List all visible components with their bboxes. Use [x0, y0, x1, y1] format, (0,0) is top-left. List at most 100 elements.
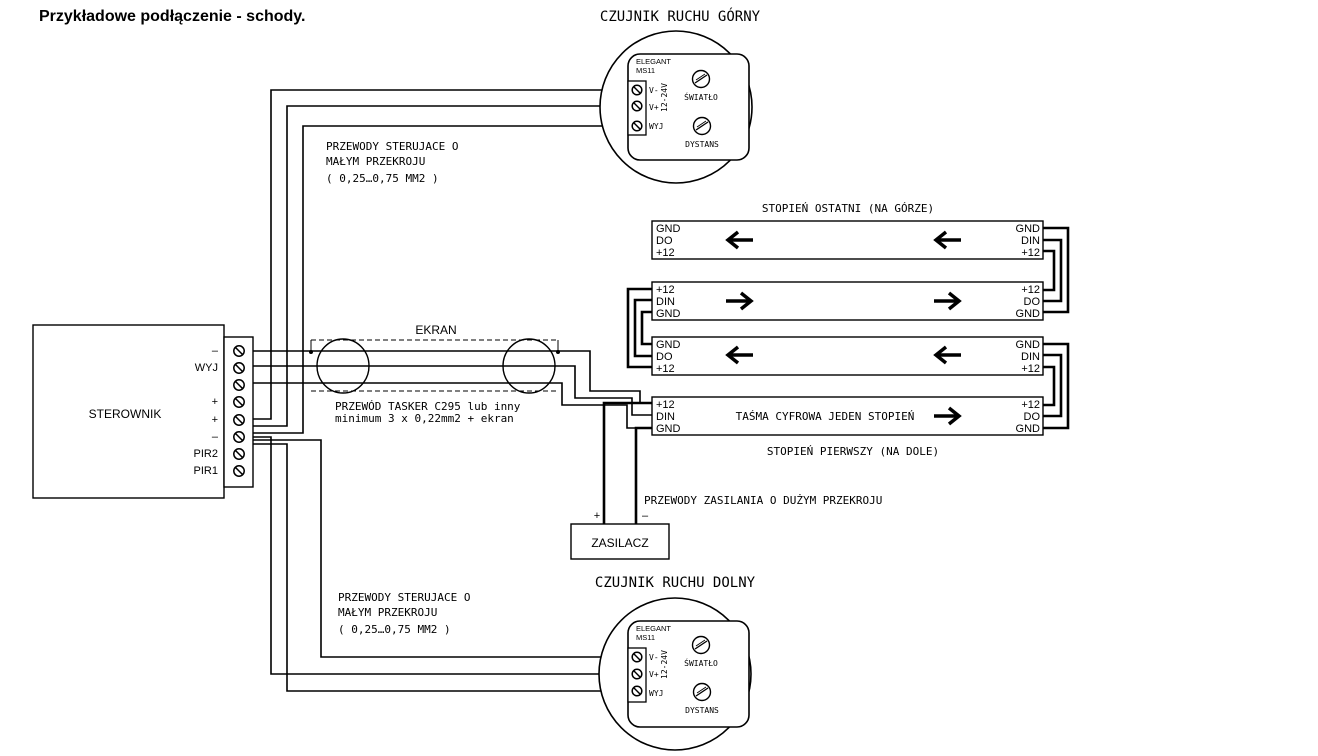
terminal-screw-icon: [233, 362, 245, 374]
strip-4-right-pin-3: GND: [1016, 423, 1041, 435]
strip-top-label: STOPIEŃ OSTATNI (NA GÓRZE): [762, 202, 934, 215]
power-wire-note: PRZEWODY ZASILANIA O DUŻYM PRZEKROJU: [644, 494, 882, 507]
terminal-screw-icon: [233, 414, 245, 426]
terminal-screw-icon: [233, 448, 245, 460]
arrow-left-icon: [933, 345, 961, 365]
terminal-screw-icon: [233, 465, 245, 477]
arrow-right-icon: [934, 406, 962, 426]
sensor-top-pin-3: WYJ: [649, 122, 663, 131]
strip-2-right-pin-3: GND: [1016, 308, 1041, 320]
strip-3-left-pin-2: DO: [656, 351, 673, 363]
sensor-top-voltage: 12-24V: [660, 83, 669, 112]
strip-1-right-pin-3: +12: [1021, 247, 1040, 259]
controller: STEROWNIK – WYJ + + – PIR2 PIR1: [32, 324, 254, 499]
led-strips: STOPIEŃ OSTATNI (NA GÓRZE) STOPIEŃ PIERW…: [626, 202, 1070, 458]
page-title: Przykładowe podłączenie - schody.: [39, 8, 305, 25]
sensor-bottom-distance-label: DYSTANS: [685, 706, 719, 715]
power-minus-label: –: [642, 510, 649, 522]
terminal-label-1: –: [212, 345, 219, 357]
strip-row-2: [651, 281, 1044, 321]
strip-1-left-pin-2: DO: [656, 235, 673, 247]
terminal-label-2: WYJ: [195, 362, 218, 374]
terminal-screw-icon: [631, 100, 643, 112]
strip-3-left-pin-3: +12: [656, 363, 675, 375]
strip-bottom-label: STOPIEŃ PIERWSZY (NA DOLE): [767, 445, 939, 458]
terminal-screw-icon: [631, 685, 643, 697]
strip-2-left-pin-1: +12: [656, 284, 675, 296]
strip-3-right-pin-2: DIN: [1021, 351, 1040, 363]
strip-4-left-pin-1: +12: [656, 399, 675, 411]
strip-2-right-pin-1: +12: [1021, 284, 1040, 296]
sensor-bottom-light-label: ŚWIATŁO: [684, 657, 718, 668]
terminal-screw-icon: [233, 379, 245, 391]
sensor-bottom-pin-3: WYJ: [649, 689, 663, 698]
sensor-bottom-voltage: 12-24V: [660, 650, 669, 679]
wire-note-top-line2: MAŁYM PRZEKROJU: [326, 155, 425, 168]
strip-3-right-pin-1: GND: [1016, 339, 1041, 351]
shield-label: EKRAN: [415, 323, 456, 337]
power-plus-label: +: [594, 510, 600, 522]
wire-note-bottom-line2: MAŁYM PRZEKROJU: [338, 606, 437, 619]
wire-note-bottom-line3: ( 0,25…0,75 MM2 ): [338, 623, 451, 636]
strip-3-left-pin-1: GND: [656, 339, 681, 351]
wires: [253, 89, 654, 692]
strip-1-left-pin-1: GND: [656, 223, 681, 235]
shielded-cable: EKRAN PRZEWÓD TASKER C295 lub inny minim…: [309, 323, 560, 425]
wire-note-bottom-line1: PRZEWODY STERUJACE O: [338, 591, 470, 604]
terminal-screw-icon: [233, 345, 245, 357]
terminal-label-5: +: [212, 414, 218, 426]
cable-note-line2: minimum 3 x 0,22mm2 + ekran: [335, 412, 514, 425]
strip-3-right-pin-3: +12: [1021, 363, 1040, 375]
wire-note-top-line1: PRZEWODY STERUJACE O: [326, 140, 458, 153]
power-supply-label: ZASILACZ: [591, 536, 648, 550]
arrow-right-icon: [934, 291, 962, 311]
terminal-screw-icon: [631, 651, 643, 663]
strip-4-left-pin-3: GND: [656, 423, 681, 435]
strip-1-left-pin-3: +12: [656, 247, 675, 259]
sensor-top-light-label: ŚWIATŁO: [684, 91, 718, 102]
terminal-screw-icon: [631, 84, 643, 96]
terminal-screw-icon: [631, 120, 643, 132]
arrow-left-icon: [725, 230, 753, 250]
wire-note-top-line3: ( 0,25…0,75 MM2 ): [326, 172, 439, 185]
sensor-top-pin-2: V+: [649, 103, 659, 112]
arrow-left-icon: [933, 230, 961, 250]
sensor-bottom: CZUJNIK RUCHU DOLNY ELEGANT MS11 V- V+ W…: [595, 575, 756, 751]
terminal-label-8: PIR1: [194, 465, 218, 477]
sensor-bottom-pin-1: V-: [649, 653, 659, 662]
strip-2-right-pin-2: DO: [1024, 296, 1041, 308]
terminal-screw-icon: [233, 396, 245, 408]
strip-4-right-pin-1: +12: [1021, 399, 1040, 411]
sensor-top-distance-label: DYSTANS: [685, 140, 719, 149]
arrow-left-icon: [725, 345, 753, 365]
strip-4-right-pin-2: DO: [1024, 411, 1041, 423]
sensor-top: CZUJNIK RUCHU GÓRNY ELEGANT MS11 V- V+ W…: [599, 7, 761, 184]
strip-1-right-pin-1: GND: [1016, 223, 1041, 235]
strip-row-1: [651, 220, 1044, 260]
strip-4-left-pin-2: DIN: [656, 411, 675, 423]
wire-note-top: PRZEWODY STERUJACE O MAŁYM PRZEKROJU ( 0…: [326, 140, 458, 185]
wire-note-bottom: PRZEWODY STERUJACE O MAŁYM PRZEKROJU ( 0…: [338, 591, 470, 636]
sensor-bottom-title: CZUJNIK RUCHU DOLNY: [595, 575, 756, 591]
sensor-top-title: CZUJNIK RUCHU GÓRNY: [600, 7, 761, 25]
controller-terminal-block: [223, 336, 254, 488]
terminal-screw-icon: [631, 668, 643, 680]
cable-note-line1: PRZEWÓD TASKER C295 lub inny: [335, 400, 521, 413]
strip-row-4: [651, 396, 1044, 436]
strip-row-3: [651, 336, 1044, 376]
strip-2-left-pin-3: GND: [656, 308, 681, 320]
sensor-bottom-model: MS11: [636, 633, 655, 642]
sensor-bottom-brand: ELEGANT: [636, 624, 671, 633]
controller-label: STEROWNIK: [89, 407, 162, 421]
strip-label: TAŚMA CYFROWA JEDEN STOPIEŃ: [736, 410, 915, 423]
sensor-top-pin-1: V-: [649, 86, 659, 95]
strip-2-left-pin-2: DIN: [656, 296, 675, 308]
terminal-label-7: PIR2: [194, 448, 218, 460]
sensor-top-model: MS11: [636, 66, 655, 75]
strip-1-right-pin-2: DIN: [1021, 235, 1040, 247]
terminal-label-6: –: [212, 431, 219, 443]
arrow-right-icon: [726, 291, 754, 311]
sensor-bottom-pin-2: V+: [649, 670, 659, 679]
sensor-top-brand: ELEGANT: [636, 57, 671, 66]
